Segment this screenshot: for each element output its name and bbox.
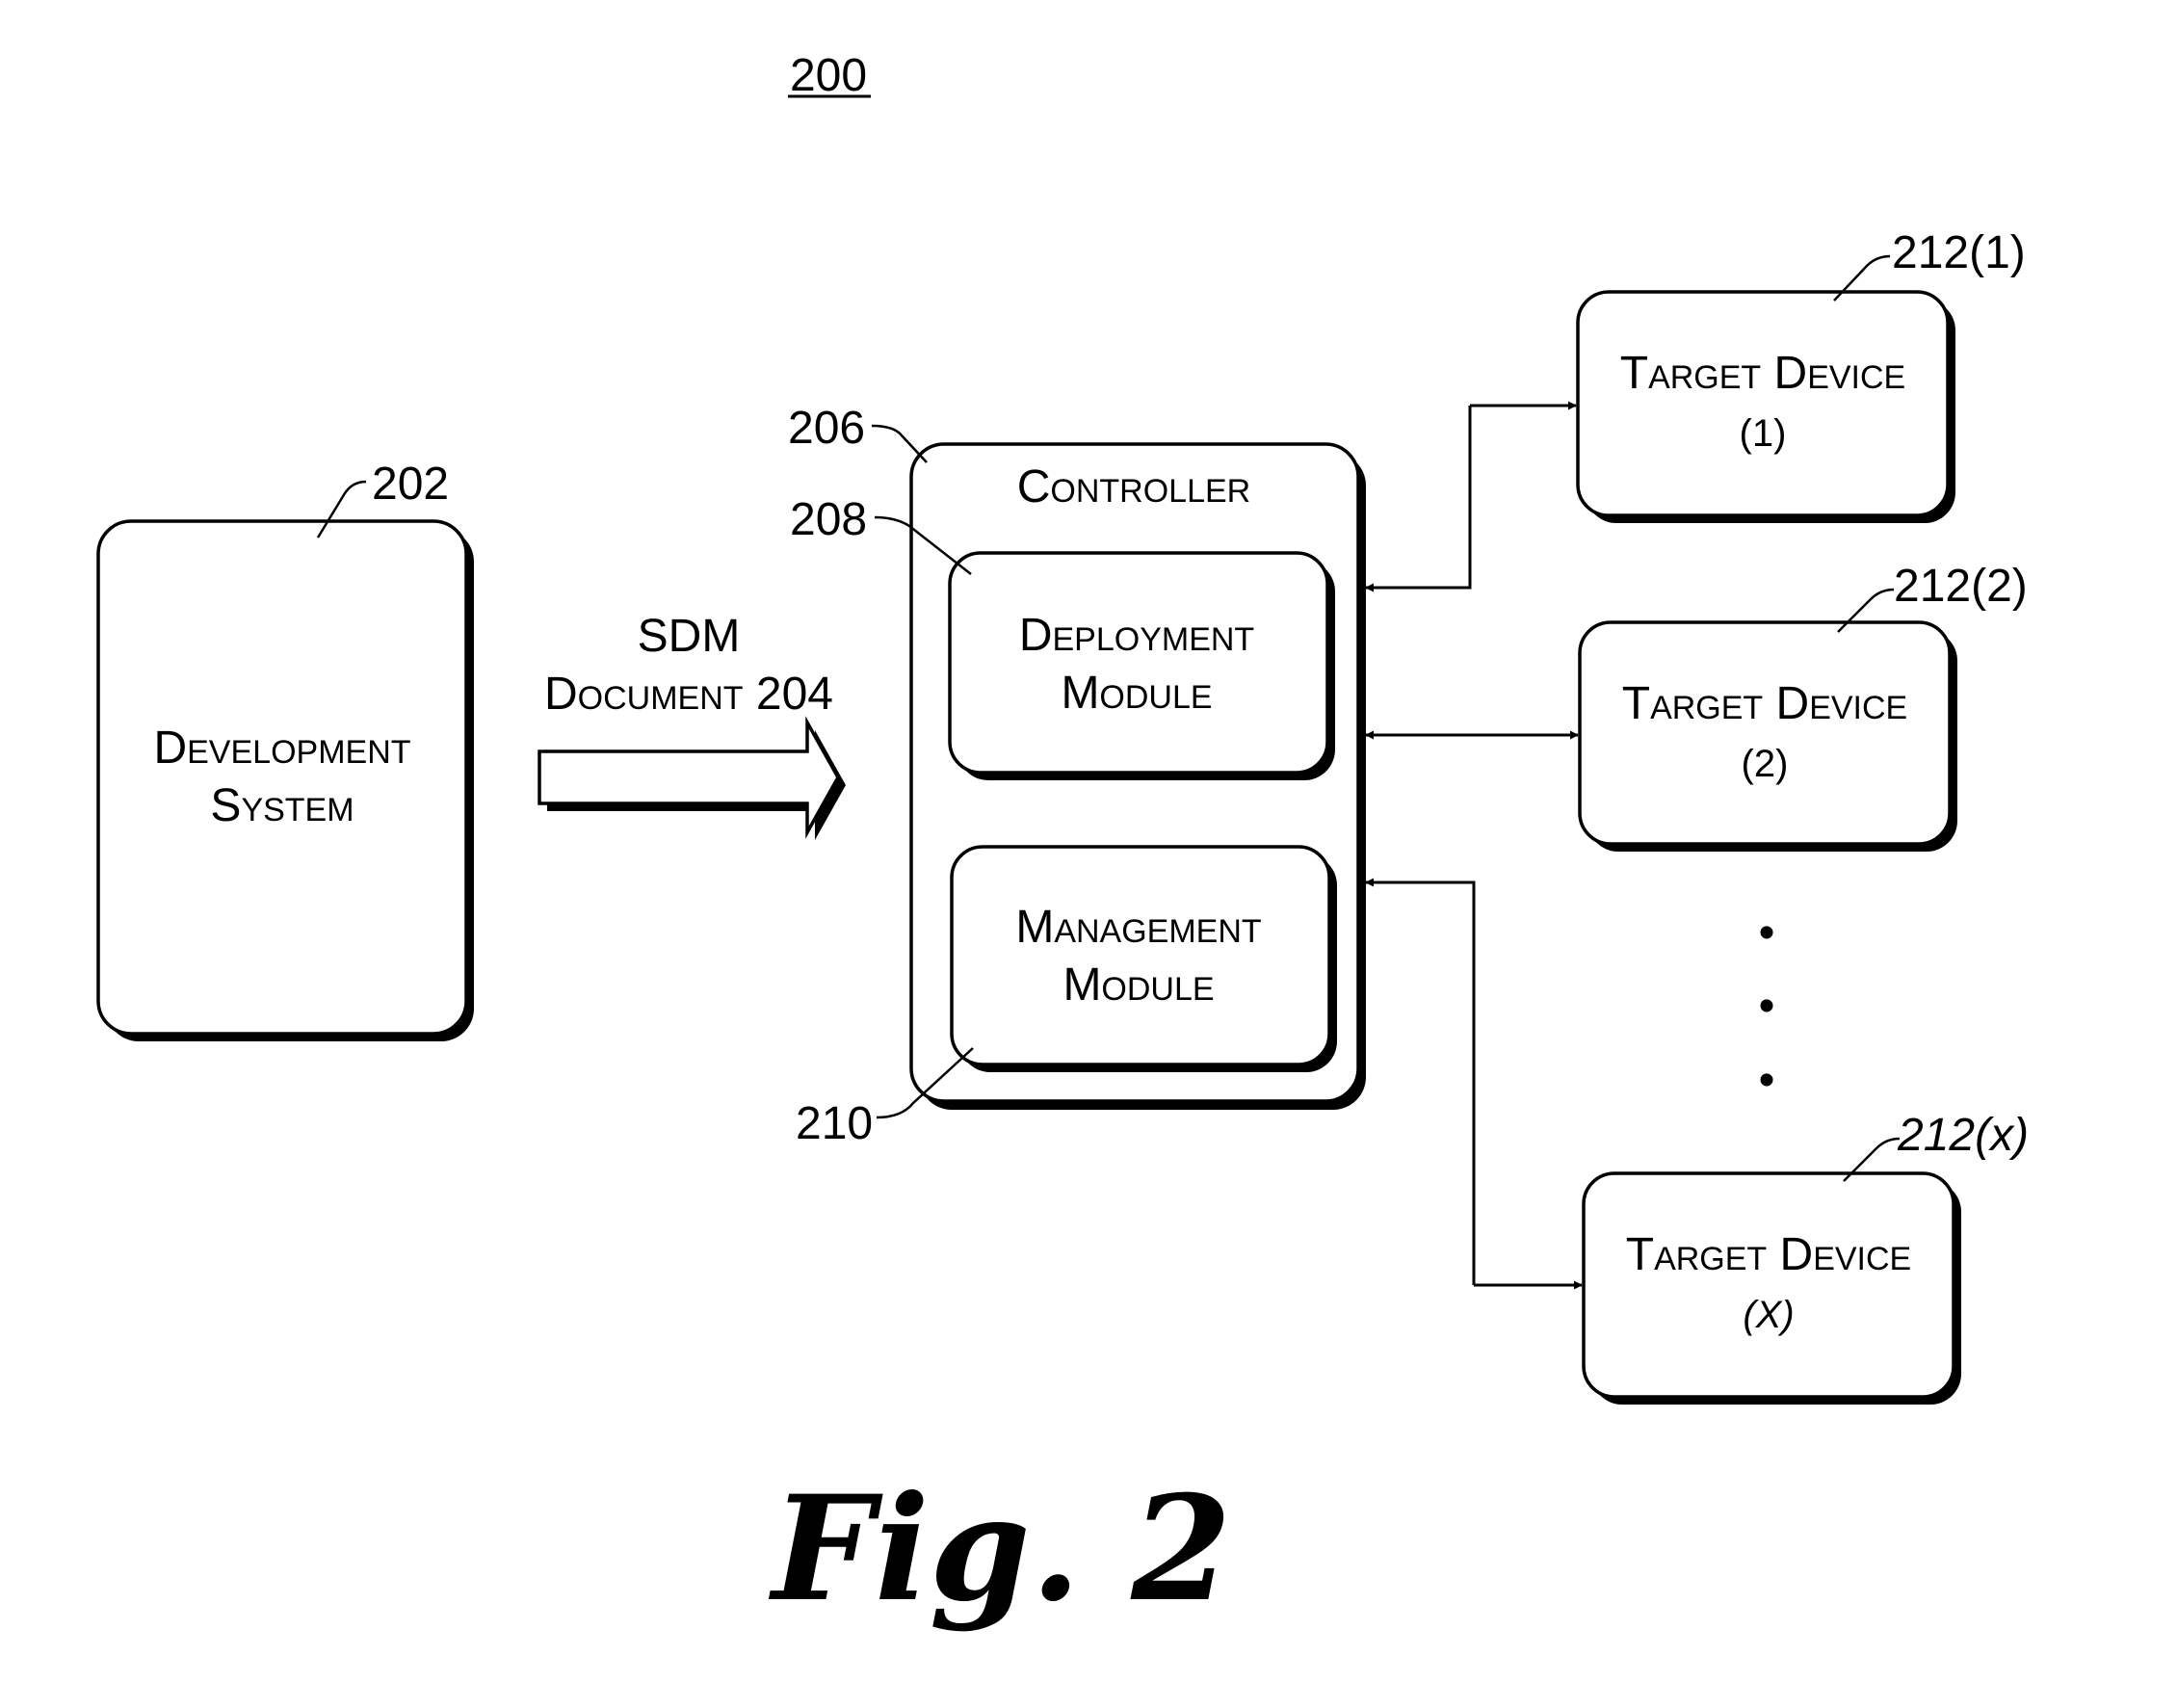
development-system-label-line2: System [210,780,354,831]
management-module-label-line2: Module [1062,959,1214,1011]
target-device-x-sub: (X) [1743,1294,1794,1336]
ref-210: 210 [796,1098,873,1149]
ellipsis-dot-2: • [1759,981,1775,1032]
connector-controller-to-device-1-return [1366,406,1470,588]
figure-number: 200 [790,50,867,101]
development-system-box: Development System [98,521,474,1041]
ref-212-2: 212(2) [1894,561,2028,612]
ref-212-1: 212(1) [1892,227,2026,278]
figure-caption: Fig. 2 [768,1464,1231,1634]
target-device-2-title: Target Device [1622,678,1907,729]
ref-206: 206 [788,403,865,454]
sdm-document-label-line2: Document 204 [544,669,833,720]
target-device-x-box: Target Device (X) [1584,1173,1961,1405]
management-module-box: Management Module [952,847,1337,1072]
sdm-document-label-line1: SDM [638,611,741,662]
management-module-label-line1: Management [1015,902,1261,953]
ellipsis-dot-3: • [1759,1055,1775,1106]
deployment-module-label-line1: Deployment [1019,610,1254,661]
controller-title: Controller [1017,461,1250,512]
target-device-2-sub: (2) [1742,743,1789,785]
sdm-document-arrow [539,723,846,840]
ref-212-x: 212(x) [1897,1110,2029,1161]
deployment-module-label-line2: Module [1061,668,1212,719]
target-device-1-title: Target Device [1620,348,1905,399]
target-device-1-box: Target Device (1) [1578,292,1955,523]
target-device-2-box: Target Device (2) [1580,622,1957,852]
development-system-label-line1: Development [153,723,410,774]
ref-208: 208 [790,494,867,545]
target-device-1-sub: (1) [1740,412,1787,455]
connector-controller-to-device-x-return [1366,882,1474,1285]
target-device-x-title: Target Device [1626,1229,1911,1280]
ref-202: 202 [372,459,449,510]
deployment-module-box: Deployment Module [950,553,1335,780]
ellipsis-dot-1: • [1759,907,1775,959]
